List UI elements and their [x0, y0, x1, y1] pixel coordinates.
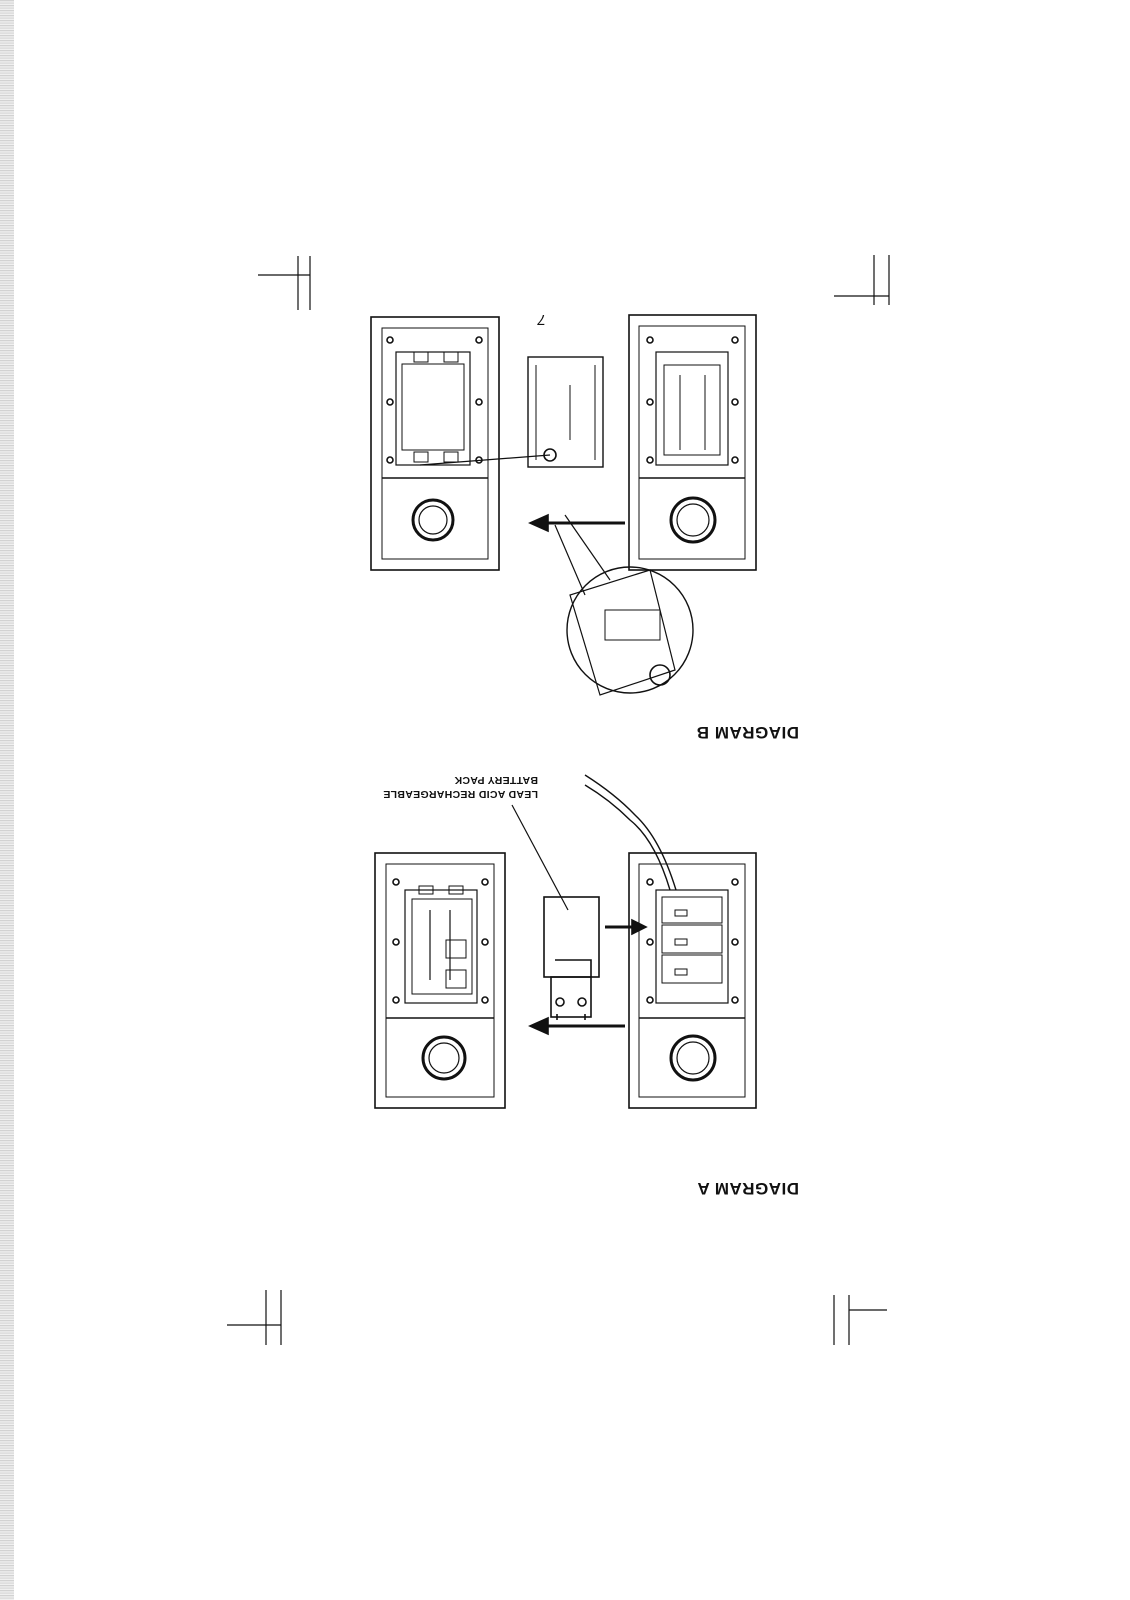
arrow-icon	[530, 515, 625, 531]
diagram-a-right-unit	[375, 853, 505, 1108]
battery-callout-line1: LEAD ACID RECHARGEABLE	[383, 787, 538, 801]
battery-callout-line2: BATTERY PACK	[454, 773, 538, 787]
diagram-b-magnifier	[555, 515, 693, 695]
diagram-b-right-unit	[371, 317, 499, 570]
page-number: 7	[538, 311, 546, 328]
battery-pack-icon	[512, 805, 599, 1020]
diagram-b-left-unit	[629, 315, 756, 570]
diagram-b-title: DIAGRAM B	[696, 722, 799, 742]
diagram-a-left-unit	[585, 775, 756, 1108]
diagram-a-title: DIAGRAM A	[697, 1178, 799, 1198]
